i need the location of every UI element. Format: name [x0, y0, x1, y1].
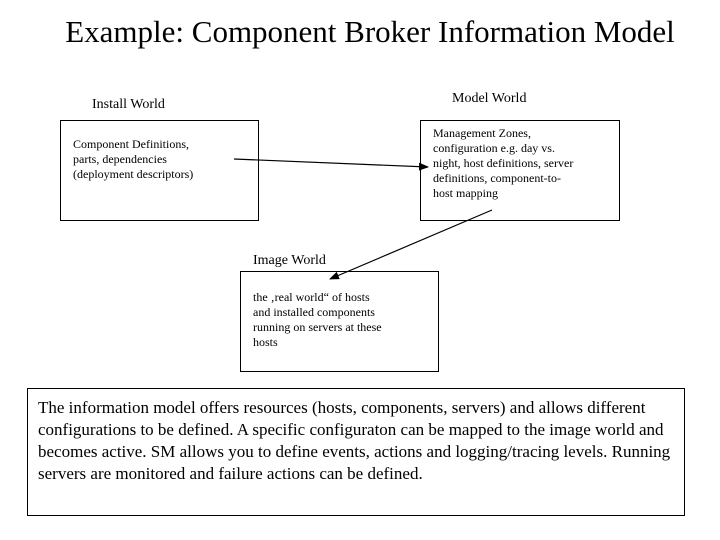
arrow-model-to-image [329, 209, 493, 280]
model-world-line: night, host definitions, server [433, 156, 574, 170]
model-world-line: Management Zones, [433, 126, 531, 140]
install-world-line: parts, dependencies [73, 152, 167, 166]
image-world-line: and installed components [253, 305, 375, 319]
install-world-box: Component Definitions, parts, dependenci… [60, 120, 259, 221]
install-world-line: Component Definitions, [73, 137, 189, 151]
model-world-line: definitions, component-to- [433, 171, 561, 185]
image-world-label: Image World [253, 253, 326, 268]
model-world-line: host mapping [433, 186, 498, 200]
model-world-box: Management Zones, configuration e.g. day… [420, 120, 620, 221]
summary-box: The information model offers resources (… [27, 388, 685, 516]
image-world-box: the ‚real world“ of hosts and installed … [240, 271, 439, 372]
install-world-line: (deployment descriptors) [73, 167, 194, 181]
slide-title: Example: Component Broker Information Mo… [65, 14, 675, 49]
image-world-line: the ‚real world“ of hosts [253, 290, 370, 304]
model-world-label: Model World [452, 91, 527, 106]
image-world-line: running on servers at these [253, 320, 382, 334]
model-world-line: configuration e.g. day vs. [433, 141, 555, 155]
install-world-label: Install World [92, 97, 165, 112]
image-world-line: hosts [253, 335, 278, 349]
arrow-install-to-model [233, 158, 429, 171]
